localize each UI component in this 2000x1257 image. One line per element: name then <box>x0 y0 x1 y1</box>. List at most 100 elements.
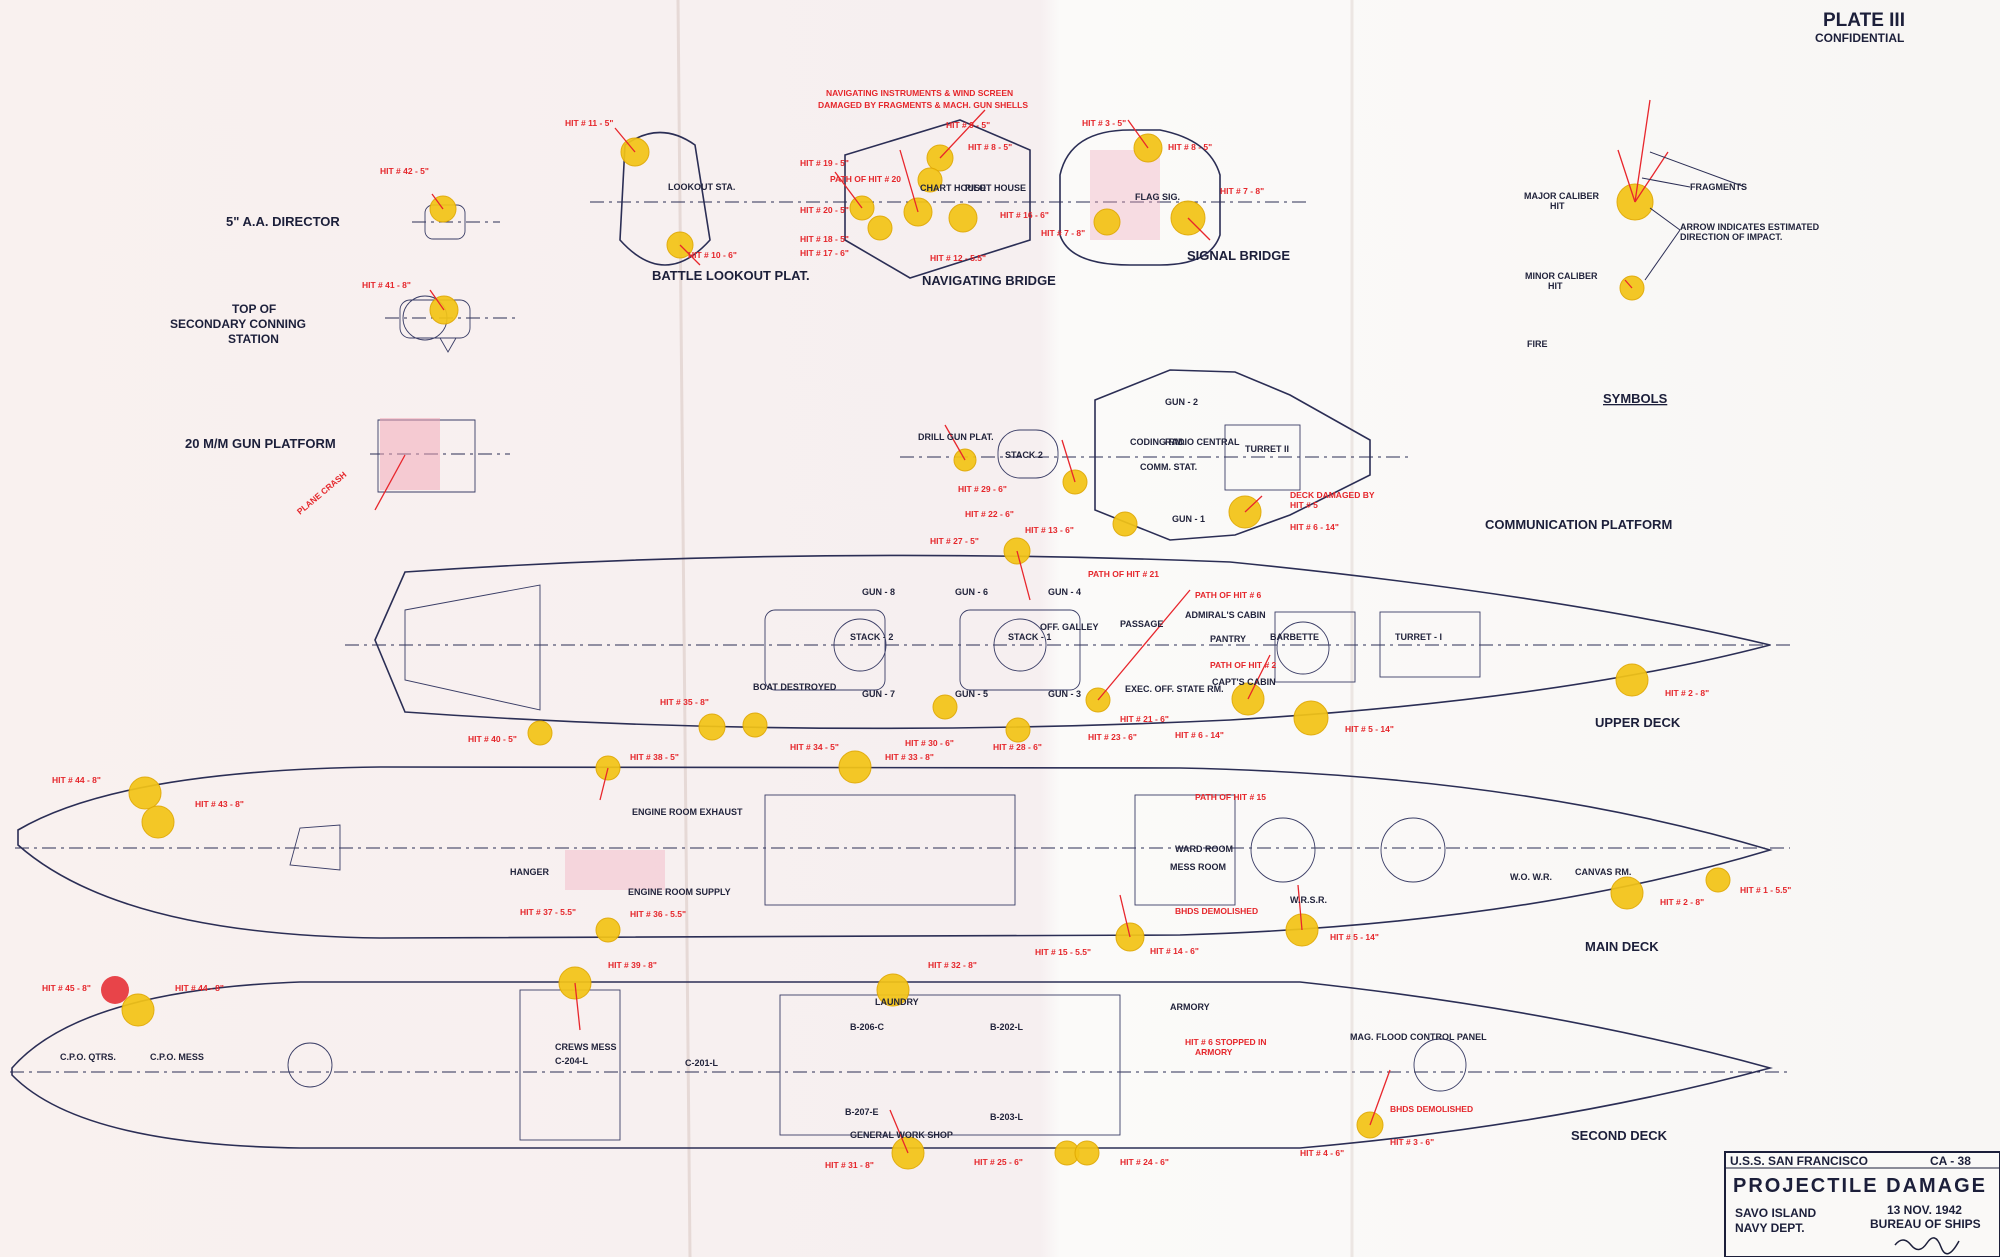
hit-marker <box>876 973 910 1007</box>
title-dept: NAVY DEPT. <box>1735 1221 1805 1235</box>
hit-marker <box>698 713 726 741</box>
title-date: 13 NOV. 1942 <box>1887 1203 1962 1217</box>
hit-label: HIT # 9 - 5" <box>946 120 990 130</box>
hit-label: HIT # 3 - 5" <box>1082 118 1126 128</box>
plate-title: PLATE III <box>1823 10 1905 31</box>
gun-platform-view: PLANE CRASH 20 M/M GUN PLATFORM <box>185 418 510 517</box>
hit-marker <box>742 712 768 738</box>
hit-label: HIT # 36 - 5.5" <box>630 909 686 919</box>
fire-burst <box>101 976 129 1004</box>
compartment-label: LOOKOUT STA. <box>668 182 735 192</box>
hit-marker <box>128 776 162 810</box>
view-label-main-deck: MAIN DECK <box>1585 939 1659 954</box>
compartment-label: GENERAL WORK SHOP <box>850 1130 953 1140</box>
hit-label: HIT # 41 - 8" <box>362 280 411 290</box>
symbols-legend: FRAGMENTS MAJOR CALIBER HIT ARROW INDICA… <box>1524 99 1820 406</box>
hit-marker <box>527 720 553 746</box>
view-label-communication-platform: COMMUNICATION PLATFORM <box>1485 517 1672 532</box>
compartment-label: GUN - 4 <box>1048 587 1081 597</box>
hit-stopped-note: ARMORY <box>1195 1047 1233 1057</box>
compartment-label: GUN - 5 <box>955 689 988 699</box>
compartment-label: PILOT HOUSE <box>965 183 1026 193</box>
compartment-label: STACK - 1 <box>1008 632 1051 642</box>
hit-label: HIT # 44 - 8" <box>52 775 101 785</box>
hit-label: HIT # 33 - 8" <box>885 752 934 762</box>
compartment-label: PANTRY <box>1210 634 1246 644</box>
compartment-label: B-203-L <box>990 1112 1024 1122</box>
hit-label: HIT # 43 - 8" <box>195 799 244 809</box>
hit-label: HIT # 16 - 6" <box>1000 210 1049 220</box>
compartment-label: GUN - 3 <box>1048 689 1081 699</box>
hit-label: HIT # 13 - 6" <box>1025 525 1074 535</box>
legend-title: SYMBOLS <box>1603 391 1668 406</box>
compartment-label: ENGINE ROOM SUPPLY <box>628 887 731 897</box>
hit-label: HIT # 21 - 6" <box>1120 714 1169 724</box>
legend-label: MINOR CALIBER <box>1525 271 1598 281</box>
nav-instruments-note: DAMAGED BY FRAGMENTS & MACH. GUN SHELLS <box>818 100 1028 110</box>
hit-label: HIT # 27 - 5" <box>930 536 979 546</box>
fire-area <box>565 850 665 890</box>
compartment-label: ARMORY <box>1170 1002 1210 1012</box>
hit-marker <box>595 917 621 943</box>
hit-label: HIT # 34 - 5" <box>790 742 839 752</box>
legend-label: ARROW INDICATES ESTIMATED <box>1680 222 1820 232</box>
compartment-label: C-201-L <box>685 1058 719 1068</box>
compartment-label: LAUNDRY <box>875 997 919 1007</box>
hit-stopped-note: HIT # 6 STOPPED IN <box>1185 1037 1267 1047</box>
ship-name: U.S.S. SAN FRANCISCO <box>1730 1154 1868 1168</box>
compartment-label: STACK - 2 <box>850 632 893 642</box>
compartment-label: WARD ROOM <box>1175 844 1233 854</box>
compartment-label: W.R.S.R. <box>1290 895 1327 905</box>
compartment-label: ADMIRAL'S CABIN <box>1185 610 1266 620</box>
deck-damaged-note: HIT # 5 <box>1290 500 1318 510</box>
view-label-upper-deck: UPPER DECK <box>1595 715 1681 730</box>
hit-marker <box>948 203 978 233</box>
second-deck-view: C.P.O. QTRS. C.P.O. MESS CREWS MESS C-20… <box>10 960 1790 1170</box>
view-label: TOP OF <box>232 302 276 316</box>
hit-label: HIT # 8 - 5" <box>968 142 1012 152</box>
hit-label: HIT # 12 - 5.5" <box>930 253 986 263</box>
title-bureau: BUREAU OF SHIPS <box>1870 1217 1981 1231</box>
hit-label: HIT # 8 - 5" <box>1168 142 1212 152</box>
bhds-note: BHDS DEMOLISHED <box>1175 906 1258 916</box>
hit-marker <box>121 993 155 1027</box>
hit-label: HIT # 30 - 6" <box>905 738 954 748</box>
compartment-label: B-202-L <box>990 1022 1024 1032</box>
path-note: PATH OF HIT # 6 <box>1195 590 1262 600</box>
compartment-label: GUN - 2 <box>1165 397 1198 407</box>
hit-label: HIT # 5 - 14" <box>1330 932 1379 942</box>
hit-label: HIT # 23 - 6" <box>1088 732 1137 742</box>
compartment-label: CODING RM. <box>1130 437 1185 447</box>
hit-label: HIT # 42 - 5" <box>380 166 429 176</box>
compartment-label: C.P.O. QTRS. <box>60 1052 116 1062</box>
hit-marker <box>1293 700 1329 736</box>
fold-line <box>676 0 692 1257</box>
compartment-label: CAPT'S CABIN <box>1212 677 1276 687</box>
hit-marker <box>1074 1140 1100 1166</box>
nav-instruments-note: NAVIGATING INSTRUMENTS & WIND SCREEN <box>826 88 1013 98</box>
hit-marker <box>838 750 872 784</box>
hit-marker <box>867 215 893 241</box>
hit-label: HIT # 4 - 6" <box>1300 1148 1344 1158</box>
compartment-label: GUN - 8 <box>862 587 895 597</box>
compartment-label: MAG. FLOOD CONTROL PANEL <box>1350 1032 1487 1042</box>
hit-label: HIT # 15 - 5.5" <box>1035 947 1091 957</box>
legend-label: FIRE <box>1527 339 1548 349</box>
compartment-label: RADIO CENTRAL <box>1165 437 1240 447</box>
title-place: SAVO ISLAND <box>1735 1206 1816 1220</box>
hit-label: HIT # 25 - 6" <box>974 1157 1023 1167</box>
compartment-label: C-204-L <box>555 1056 589 1066</box>
compartment-label: BARBETTE <box>1270 632 1319 642</box>
compartment-label: CANVAS RM. <box>1575 867 1631 877</box>
compartment-label: BOAT DESTROYED <box>753 682 837 692</box>
compartment-label: HANGER <box>510 867 550 877</box>
view-label: STATION <box>228 332 279 346</box>
legend-label: FRAGMENTS <box>1690 182 1747 192</box>
hit-marker <box>1610 876 1644 910</box>
hit-marker <box>1005 717 1031 743</box>
hit-label: HIT # 40 - 5" <box>468 734 517 744</box>
view-label-gun-platform: 20 M/M GUN PLATFORM <box>185 436 336 451</box>
view-label-aa-director: 5" A.A. DIRECTOR <box>226 214 340 229</box>
